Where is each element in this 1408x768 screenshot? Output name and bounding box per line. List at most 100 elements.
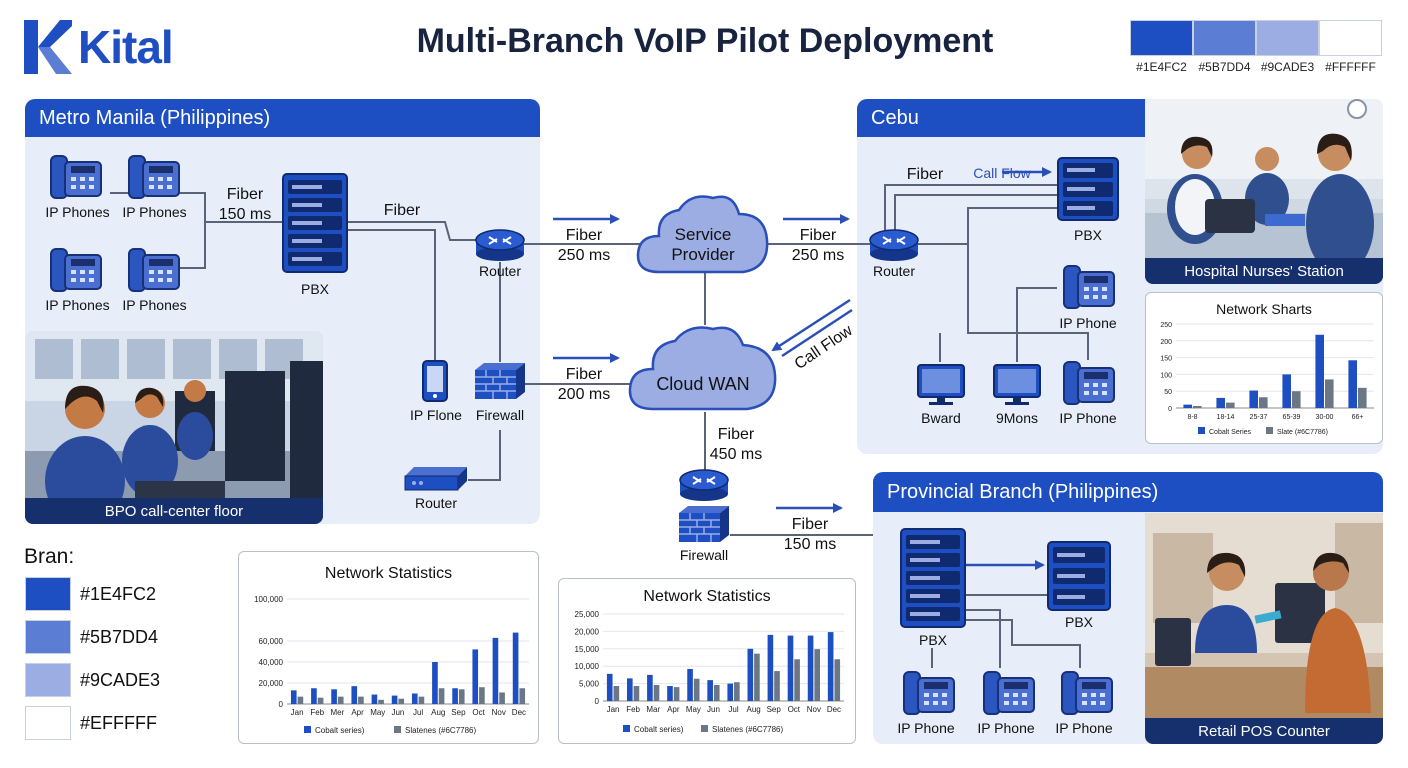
router-icon[interactable] <box>869 228 919 262</box>
link-latency: 200 ms <box>557 386 611 403</box>
pbx-label: PBX <box>918 632 947 648</box>
y-tick-label: 60,000 <box>259 637 284 646</box>
router-icon[interactable] <box>679 468 729 502</box>
pbx-server-icon[interactable] <box>900 528 966 628</box>
link-medium: Fiber <box>717 426 755 443</box>
brand-logo: Kital <box>24 18 194 76</box>
bar <box>1348 360 1357 408</box>
monitor-icon[interactable] <box>993 364 1041 406</box>
bar <box>411 693 418 704</box>
ip-phone-icon[interactable] <box>1060 670 1116 716</box>
region-manila-title: Metro Manila (Philippines) <box>25 99 540 137</box>
ip-phone-icon[interactable] <box>1062 360 1118 406</box>
link-latency: 250 ms <box>557 247 611 264</box>
legend-title: Bran: <box>24 545 75 568</box>
bar <box>398 698 405 704</box>
ip-phone-icon[interactable] <box>127 247 183 293</box>
x-tick-label: Nov <box>807 705 821 714</box>
ip-phone-icon[interactable] <box>902 670 958 716</box>
palette-swatch <box>1130 20 1193 56</box>
firewall-icon[interactable] <box>678 505 730 543</box>
bar <box>767 634 774 701</box>
x-tick-label: 30-00 <box>1316 414 1334 421</box>
bar <box>418 696 425 704</box>
x-tick-label: Oct <box>788 705 801 714</box>
region-cebu-title: Cebu <box>857 99 1145 137</box>
firewall-label: Firewall <box>679 547 729 563</box>
x-tick-label: 18-14 <box>1217 414 1235 421</box>
chart-title: Network Statistics <box>643 588 771 605</box>
legend-label: #EFFFFF <box>80 712 157 733</box>
bar <box>311 688 317 704</box>
legend-swatch <box>304 726 311 733</box>
legend-item: #EFFFFF <box>25 706 215 740</box>
link-medium: Fiber <box>383 202 421 219</box>
legend-label: #1E4FC2 <box>80 583 157 604</box>
bar <box>492 637 499 704</box>
bar <box>647 674 653 701</box>
y-tick-label: 15,000 <box>575 645 600 654</box>
monitor-icon[interactable] <box>917 364 965 406</box>
x-tick-label: May <box>686 705 701 714</box>
bar <box>627 678 633 701</box>
service-provider-cloud-icon[interactable] <box>635 192 771 278</box>
bar <box>747 648 754 701</box>
legend-label: Slate (#6C7786) <box>1277 429 1328 436</box>
y-tick-label: 50 <box>1164 389 1172 396</box>
legend-swatch <box>394 726 401 733</box>
ip-phone-label: IP Phone <box>1059 315 1117 331</box>
bar <box>512 632 519 704</box>
monitors-label: 9Mons <box>995 410 1039 426</box>
ip-phone-icon[interactable] <box>49 154 105 200</box>
bar <box>1249 390 1258 408</box>
bar <box>371 694 378 704</box>
ip-flone-label: IP Flone <box>410 407 462 423</box>
legend-swatch <box>623 725 630 732</box>
router-icon[interactable] <box>475 228 525 262</box>
router-label: Router <box>478 263 522 279</box>
palette-swatch <box>1193 20 1256 56</box>
cloud-wan-label: Cloud WAN <box>656 374 750 394</box>
x-tick-label: Mar <box>646 705 660 714</box>
ip-phone-label: IP Phones <box>122 297 187 313</box>
pbx-server-icon[interactable] <box>1057 157 1119 221</box>
y-tick-label: 25,000 <box>575 610 600 619</box>
bar <box>519 688 526 704</box>
pbx-server-icon[interactable] <box>1047 541 1111 611</box>
bar <box>653 684 660 701</box>
pbx-server-icon[interactable] <box>282 173 348 273</box>
pbx-label: PBX <box>1073 227 1102 243</box>
bar <box>438 688 445 704</box>
legend-swatch <box>25 706 71 740</box>
bar <box>1183 404 1192 408</box>
hospital-photo: Hospital Nurses' Station <box>1145 99 1383 284</box>
ip-phone-mobile-icon[interactable] <box>422 360 448 402</box>
x-tick-label: Feb <box>310 708 324 717</box>
cloud-wan-icon[interactable] <box>627 323 779 415</box>
firewall-label: Firewall <box>475 407 525 423</box>
ip-phone-icon[interactable] <box>982 670 1038 716</box>
firewall-icon[interactable] <box>474 362 526 400</box>
legend-swatch <box>25 577 71 611</box>
bar <box>734 682 740 701</box>
region-provincial-title: Provincial Branch (Philippines) <box>873 472 1383 512</box>
color-palette: #1E4FC2 #5B7DD4 #9CADE3 #FFFFFF <box>1130 20 1382 74</box>
bar <box>317 697 324 704</box>
x-tick-label: Jul <box>728 705 738 714</box>
router-label: Router <box>872 263 916 279</box>
bar <box>834 659 841 701</box>
ip-phone-icon[interactable] <box>127 154 183 200</box>
ip-phone-icon[interactable] <box>1062 264 1118 310</box>
retail-photo: Retail POS Counter <box>1145 513 1383 744</box>
bar <box>351 686 358 704</box>
router-icon[interactable] <box>404 464 468 492</box>
bar <box>606 673 613 701</box>
page-title: Multi-Branch VoIP Pilot Deployment <box>416 22 994 60</box>
photo-caption: Hospital Nurses' Station <box>1145 258 1383 284</box>
legend-label: Cobalt series) <box>634 725 684 734</box>
ip-phone-icon[interactable] <box>49 247 105 293</box>
